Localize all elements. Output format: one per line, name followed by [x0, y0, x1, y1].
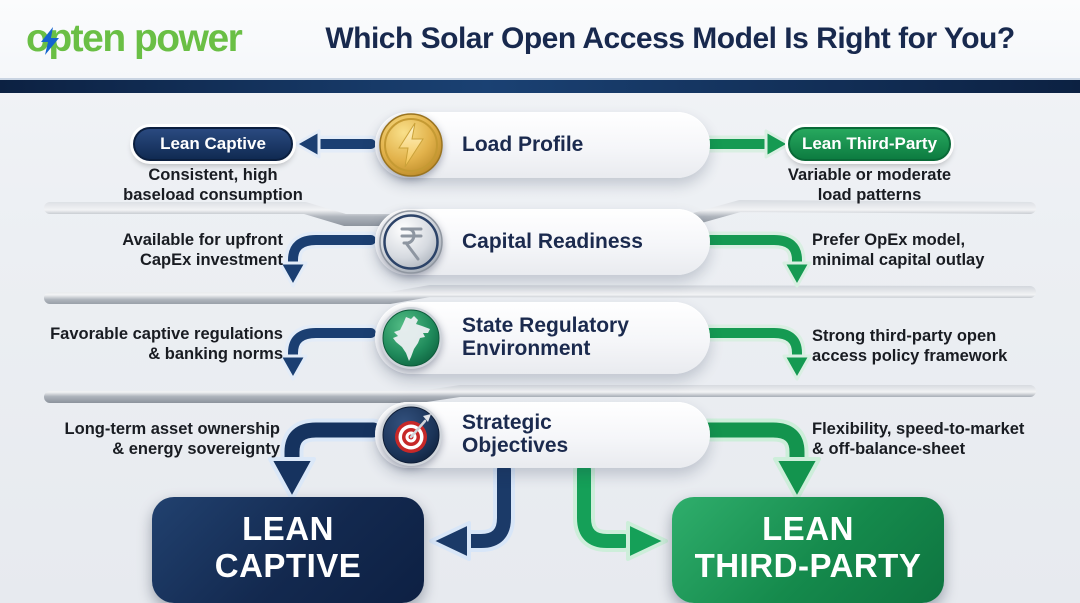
outcome-line: THIRD-PARTY [694, 546, 922, 584]
criterion-label: State Regulatory Environment [462, 314, 629, 360]
brand-logo-text: opten power [26, 17, 243, 60]
outcome-line: CAPTIVE [214, 546, 362, 584]
criterion-capsule-strategic-objectives: Strategic Objectives [375, 402, 710, 468]
caption-strategic-captive: Long-term asset ownership & energy sover… [64, 420, 280, 458]
caption-load-profile-captive: Consistent, high baseload consumption [123, 166, 303, 204]
arrow-load-profile-to-third-party [700, 129, 791, 159]
arrow-capital-right-down [700, 231, 812, 288]
outcome-line: LEAN [242, 510, 334, 547]
caption-regulatory-captive: Favorable captive regulations & banking … [50, 325, 283, 363]
header: opten power Which Solar Open Access Mode… [0, 0, 1080, 78]
criterion-capsule-state-regulatory: State Regulatory Environment [375, 302, 710, 374]
arrow-regulatory-right-down [700, 324, 812, 381]
outcome-box-lean-third-party: LEAN THIRD-PARTY [672, 497, 944, 603]
header-divider-bar [0, 78, 1080, 93]
arrow-strategic-right-to-third-party-box [696, 418, 821, 501]
caption-strategic-third-party: Flexibility, speed-to-market & off-balan… [812, 420, 1025, 458]
india-map-coin-icon [380, 307, 442, 369]
arrow-regulatory-left-down [278, 324, 380, 381]
criterion-label: Capital Readiness [462, 229, 643, 253]
divider-bar-2 [44, 285, 1036, 304]
brand-logo: opten power [26, 10, 243, 68]
arrow-load-profile-to-captive [294, 129, 380, 159]
lightning-coin-icon [379, 113, 443, 177]
outcome-box-lean-captive: LEAN CAPTIVE [152, 497, 424, 603]
lean-third-party-badge: Lean Third-Party [788, 127, 951, 161]
criterion-label: Strategic Objectives [462, 411, 569, 457]
rupee-coin-icon [379, 210, 443, 274]
arrow-strategic-left-to-captive-box [268, 418, 385, 501]
criterion-capsule-load-profile: Load Profile [375, 112, 710, 178]
criterion-label: Load Profile [462, 132, 584, 156]
page-title: Which Solar Open Access Model Is Right f… [325, 22, 1015, 55]
arrow-capital-left-down [278, 231, 380, 288]
caption-load-profile-third-party: Variable or moderate load patterns [787, 166, 952, 204]
divider-bar-3 [44, 385, 1036, 403]
caption-capital-third-party: Prefer OpEx model, minimal capital outla… [812, 231, 985, 269]
lightning-icon [41, 27, 59, 55]
target-dart-coin-icon [380, 404, 442, 466]
caption-regulatory-third-party: Strong third-party open access policy fr… [812, 327, 1008, 365]
criterion-capsule-capital-readiness: Capital Readiness [375, 209, 710, 275]
arrow-center-to-third-party-box [573, 459, 668, 561]
outcome-line: LEAN [762, 510, 854, 547]
arrow-center-to-captive-box [429, 459, 515, 561]
caption-capital-captive: Available for upfront CapEx investment [122, 231, 283, 269]
lean-captive-badge: Lean Captive [133, 127, 293, 161]
